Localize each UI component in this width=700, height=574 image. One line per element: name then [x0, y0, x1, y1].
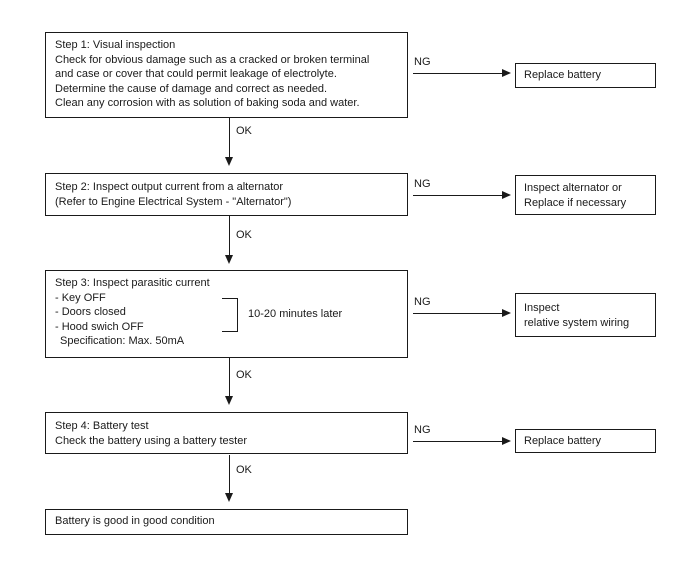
step2-box: Step 2: Inspect output current from a al…: [45, 173, 408, 216]
ok-connector-line-2: [229, 216, 230, 255]
ok-label-2: OK: [236, 229, 252, 241]
ng-connector-line-2: [413, 195, 502, 196]
step1-text-line: and case or cover that could permit leak…: [55, 68, 337, 80]
step3-item-doors-closed: - Doors closed: [55, 306, 126, 318]
step3-item-hood-switch: - Hood swich OFF: [55, 320, 144, 333]
step3-title: Step 3: Inspect parasitic current: [55, 277, 210, 289]
result3-text-line: Inspect: [524, 302, 560, 314]
down-arrowhead-icon: [225, 493, 233, 502]
step3-item-key-off: - Key OFF: [55, 291, 106, 304]
step1-box: Step 1: Visual inspection Check for obvi…: [45, 32, 408, 118]
step2-title: Step 2: Inspect output current from a al…: [55, 181, 284, 193]
step1-title: Step 1: Visual inspection: [55, 39, 176, 51]
ng-connector-line-4: [413, 441, 502, 442]
ng-connector-line-3: [413, 313, 502, 314]
final-condition-text: Battery is good in good condition: [55, 515, 215, 527]
ok-label-1: OK: [236, 125, 252, 137]
result4-replace-battery-box: Replace battery: [515, 429, 656, 453]
step3-specification: Specification: Max. 50mA: [60, 335, 185, 347]
final-condition-box: Battery is good in good condition: [45, 509, 408, 535]
ng-label-4: NG: [414, 424, 431, 436]
step4-box: Step 4: Battery test Check the battery u…: [45, 412, 408, 454]
step4-text-line: Check the battery using a battery tester: [55, 434, 247, 447]
result1-text: Replace battery: [524, 69, 602, 81]
ok-connector-line-1: [229, 118, 230, 157]
right-arrowhead-icon: [502, 191, 511, 199]
ok-label-3: OK: [236, 369, 252, 381]
step2-text-line: (Refer to Engine Electrical System - "Al…: [55, 195, 292, 208]
down-arrowhead-icon: [225, 157, 233, 166]
right-arrowhead-icon: [502, 69, 511, 77]
ng-label-3: NG: [414, 296, 431, 308]
step1-text-line: Check for obvious damage such as a crack…: [55, 53, 370, 66]
step1-text-line: Clean any corrosion with as solution of …: [55, 97, 360, 109]
step1-text-line: Determine the cause of damage and correc…: [55, 82, 328, 95]
step3-box: Step 3: Inspect parasitic current - Key …: [45, 270, 408, 358]
step3-note: 10-20 minutes later: [248, 308, 343, 320]
ok-connector-line-3: [229, 358, 230, 396]
ng-label-2: NG: [414, 178, 431, 190]
result4-text: Replace battery: [524, 435, 602, 447]
ng-connector-line-1: [413, 73, 502, 74]
result2-text-line: Inspect alternator or: [524, 182, 622, 194]
result2-text-line: Replace if necessary: [524, 196, 627, 209]
result2-inspect-alternator-box: Inspect alternator or Replace if necessa…: [515, 175, 656, 215]
right-arrowhead-icon: [502, 437, 511, 445]
down-arrowhead-icon: [225, 396, 233, 405]
right-arrowhead-icon: [502, 309, 511, 317]
down-arrowhead-icon: [225, 255, 233, 264]
step4-title: Step 4: Battery test: [55, 420, 149, 432]
step3-grouping-bracket: [222, 298, 238, 332]
result1-replace-battery-box: Replace battery: [515, 63, 656, 88]
result3-text-line: relative system wiring: [524, 316, 630, 329]
ok-label-4: OK: [236, 464, 252, 476]
ng-label-1: NG: [414, 56, 431, 68]
ok-connector-line-4: [229, 455, 230, 493]
result3-inspect-wiring-box: Inspect relative system wiring: [515, 293, 656, 337]
